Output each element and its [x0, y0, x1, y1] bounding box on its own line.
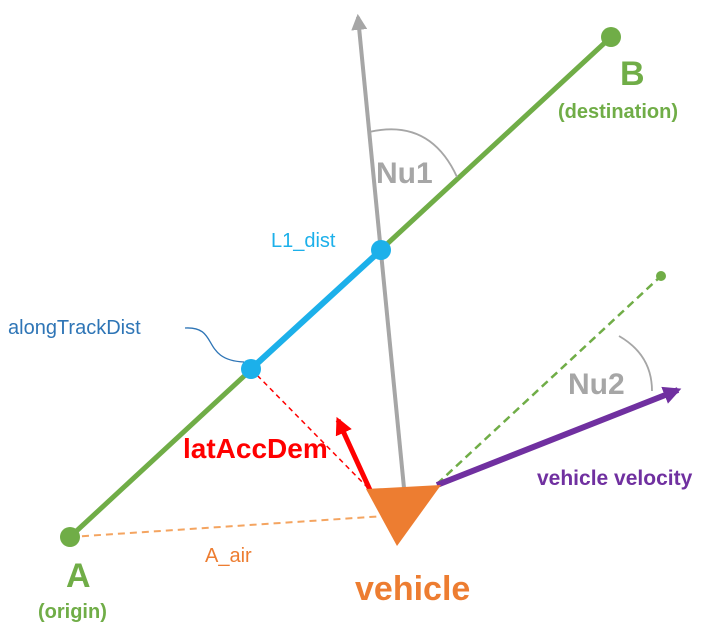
a-air-line	[69, 515, 386, 538]
point-a-sublabel: (origin)	[38, 601, 107, 623]
l1-segment	[248, 247, 384, 372]
point-b	[601, 27, 621, 47]
vehicle-label: vehicle	[355, 570, 470, 608]
nu2-angle-arc	[618, 335, 653, 392]
lat-acc-arrow	[335, 416, 373, 492]
vehicle-icon	[366, 485, 441, 546]
velocity-label: vehicle velocity	[537, 467, 693, 490]
l1-point	[371, 240, 391, 260]
nu1-angle-arc	[368, 128, 458, 178]
cross-track-line	[250, 368, 371, 491]
parallel-end-point	[656, 271, 666, 281]
along-track-leader	[184, 327, 245, 363]
point-b-sublabel: (destination)	[558, 101, 678, 123]
point-a-label: A	[66, 557, 91, 595]
along-track-label: alongTrackDist	[8, 317, 141, 339]
velocity-arrow	[435, 386, 682, 488]
parallel-track-line	[436, 275, 662, 485]
along-track-point	[241, 359, 261, 379]
lat-acc-label: latAccDem	[183, 433, 328, 464]
a-air-label: A_air	[205, 545, 252, 567]
nu1-label: Nu1	[376, 157, 433, 190]
point-a	[60, 527, 80, 547]
point-b-label: B	[620, 55, 645, 93]
l1-dist-label: L1_dist	[271, 230, 336, 252]
nu2-label: Nu2	[568, 368, 625, 401]
